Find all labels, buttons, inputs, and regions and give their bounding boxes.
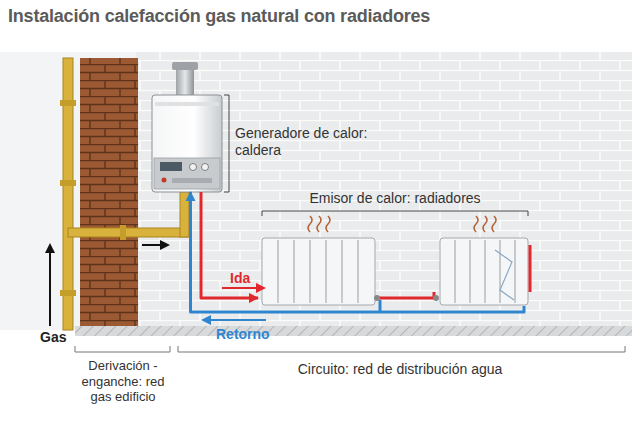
heat-wave bbox=[492, 216, 496, 232]
radiator bbox=[262, 238, 375, 305]
boiler-trim bbox=[155, 102, 219, 106]
supply-pipe bbox=[375, 292, 434, 298]
flow-arrow bbox=[203, 319, 266, 321]
knob bbox=[202, 164, 209, 171]
heat-wave bbox=[483, 216, 487, 232]
brick-wall bbox=[136, 52, 632, 326]
flow-arrow bbox=[222, 287, 264, 289]
gas-branch bbox=[68, 228, 188, 237]
bracket bbox=[75, 346, 170, 352]
flow-label: Gas bbox=[40, 329, 80, 346]
radiator-cutaway bbox=[495, 250, 514, 300]
bracket bbox=[178, 346, 625, 352]
brick-column bbox=[80, 58, 138, 326]
gas-flow-arrow bbox=[142, 244, 168, 246]
supply-pipe bbox=[529, 245, 532, 292]
return-pipe bbox=[191, 192, 525, 312]
node-heading: Generadore de calor: caldera bbox=[235, 125, 385, 159]
heat-waves bbox=[308, 216, 496, 232]
section-label: Circuito: red de distribución agua bbox=[220, 361, 580, 378]
pipe-joint bbox=[60, 100, 76, 106]
radiator bbox=[440, 238, 528, 305]
indicator-light bbox=[162, 178, 167, 183]
radiator-section bbox=[278, 240, 358, 303]
radiator-section bbox=[455, 240, 515, 303]
pipe-joint bbox=[60, 290, 76, 296]
panel-slot bbox=[172, 178, 212, 183]
valve bbox=[433, 295, 439, 301]
gas-branch bbox=[180, 192, 189, 237]
radiator-body bbox=[440, 238, 528, 305]
pipe-joint bbox=[120, 225, 126, 240]
heat-wave bbox=[474, 216, 478, 232]
title: Instalación calefacción gas natural con … bbox=[8, 6, 430, 27]
bracket bbox=[262, 211, 528, 216]
bracket bbox=[224, 95, 229, 192]
boiler-body bbox=[152, 95, 222, 192]
background bbox=[0, 52, 632, 330]
radiator-body bbox=[262, 238, 375, 305]
pipe-joint bbox=[60, 180, 76, 186]
flue-cap bbox=[172, 62, 198, 70]
heat-wave bbox=[308, 216, 312, 232]
heat-wave bbox=[317, 216, 321, 232]
return-pipe bbox=[379, 300, 382, 312]
floor bbox=[75, 326, 632, 336]
heat-wave bbox=[326, 216, 330, 232]
edge-label: Retorno bbox=[216, 326, 270, 343]
section-label: Derivación - enganche: red gas edificio bbox=[72, 358, 174, 405]
boiler-node: Generadore de calor: caldera bbox=[152, 95, 222, 192]
gas-flow-arrow bbox=[49, 245, 51, 326]
valve bbox=[374, 295, 380, 301]
gas-riser bbox=[63, 58, 73, 330]
control-panel bbox=[154, 158, 220, 189]
supply-pipe bbox=[201, 192, 258, 298]
radiator-group: Emisor de calor: radiadores bbox=[258, 190, 532, 306]
flue-pipe bbox=[176, 66, 194, 96]
knob bbox=[190, 164, 197, 171]
display bbox=[160, 162, 182, 171]
node-heading: Emisor de calor: radiadores bbox=[258, 190, 532, 207]
edge-label: Ida bbox=[230, 270, 250, 287]
